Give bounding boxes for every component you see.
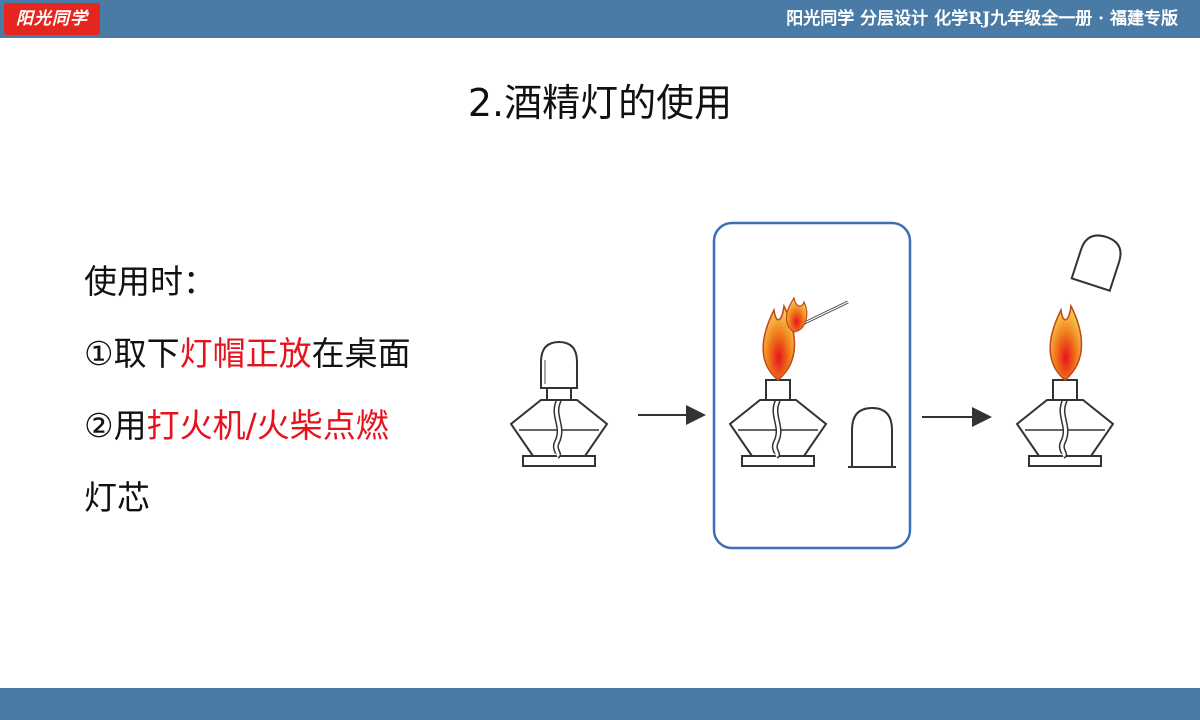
book-title: 阳光同学 分层设计 化学RJ九年级全一册 · 福建专版 [786,9,1178,29]
flame-icon [1049,303,1083,381]
top-bar: 阳光同学 阳光同学 分层设计 化学RJ九年级全一册 · 福建专版 [0,0,1200,38]
bottom-bar [0,688,1200,720]
page-title: 2.酒精灯的使用 [467,81,733,125]
step-2: ②用打火机/火柴点燃 [84,390,504,462]
step-1-prefix: ①取下 [84,334,180,373]
highlight-frame [712,221,912,550]
cap-tilted [1070,234,1122,292]
flame-icon [762,303,796,381]
alcohol-lamp-illustration [509,221,1122,550]
steps-list: 使用时： ①取下灯帽正放在桌面 ②用打火机/火柴点燃 灯芯 [84,246,504,534]
step-2-continuation: 灯芯 [84,478,150,517]
lamp-lit [1015,303,1115,467]
logo: 阳光同学 [4,3,100,35]
step-1-suffix: 在桌面 [311,334,411,373]
step-2-prefix: ②用 [84,406,147,445]
step-2-highlight: 打火机/火柴点燃 [146,406,389,445]
step-1: ①取下灯帽正放在桌面 [84,318,504,390]
lamp-lighting [728,296,849,467]
intro-line: 使用时： [84,262,216,301]
step-1-highlight: 灯帽正放 [179,334,312,373]
lamp-capped [509,340,609,467]
cap-on-table [848,406,896,468]
